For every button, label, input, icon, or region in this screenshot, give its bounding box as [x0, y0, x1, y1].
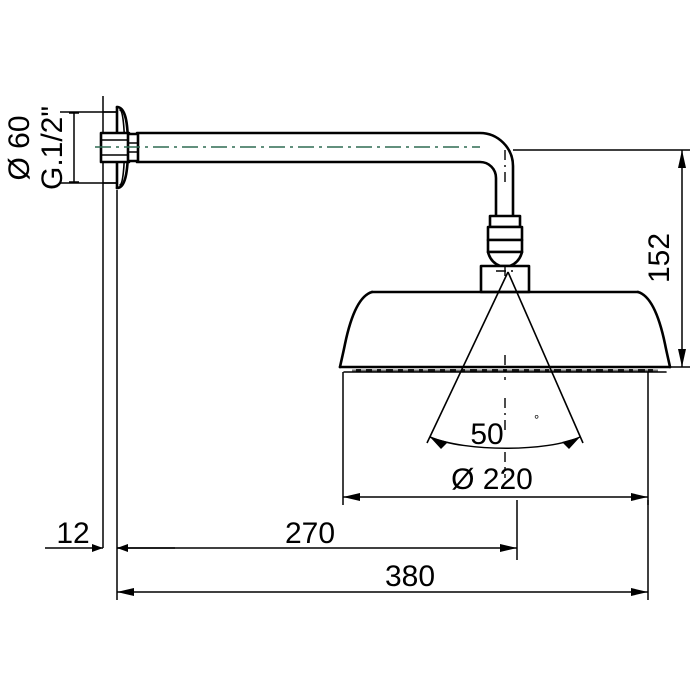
wall-plate-thickness-dimension: 12	[45, 190, 175, 560]
head-diameter-value: Ø 220	[451, 463, 533, 496]
drop-height-value: 152	[643, 233, 676, 283]
flange-diameter-value: Ø 60	[3, 115, 36, 180]
head-diameter-dimension: Ø 220	[342, 372, 649, 505]
thread-spec-value: G.1/2"	[36, 106, 69, 190]
ball-swivel-connector	[479, 214, 531, 294]
center-projection-value: 270	[285, 517, 335, 550]
center-projection-dimension: 270	[117, 500, 518, 560]
wall-plate-thickness-value: 12	[56, 517, 89, 550]
shower-arm-horizontal	[135, 131, 515, 218]
overall-projection-value: 380	[385, 560, 435, 593]
arm-centerline	[95, 146, 506, 182]
spray-angle-dimension: 50 °	[470, 412, 539, 451]
flange-diameter-dimension: Ø 60	[3, 111, 118, 184]
drop-height-dimension: 152	[513, 149, 690, 368]
spray-cone	[426, 271, 584, 478]
degree-symbol: °	[534, 412, 539, 427]
spray-angle-value: 50	[470, 418, 503, 451]
overall-projection-dimension: 380	[116, 500, 649, 600]
thread-spec-label: G.1/2"	[36, 106, 69, 190]
swivel-center-mark	[496, 266, 516, 276]
